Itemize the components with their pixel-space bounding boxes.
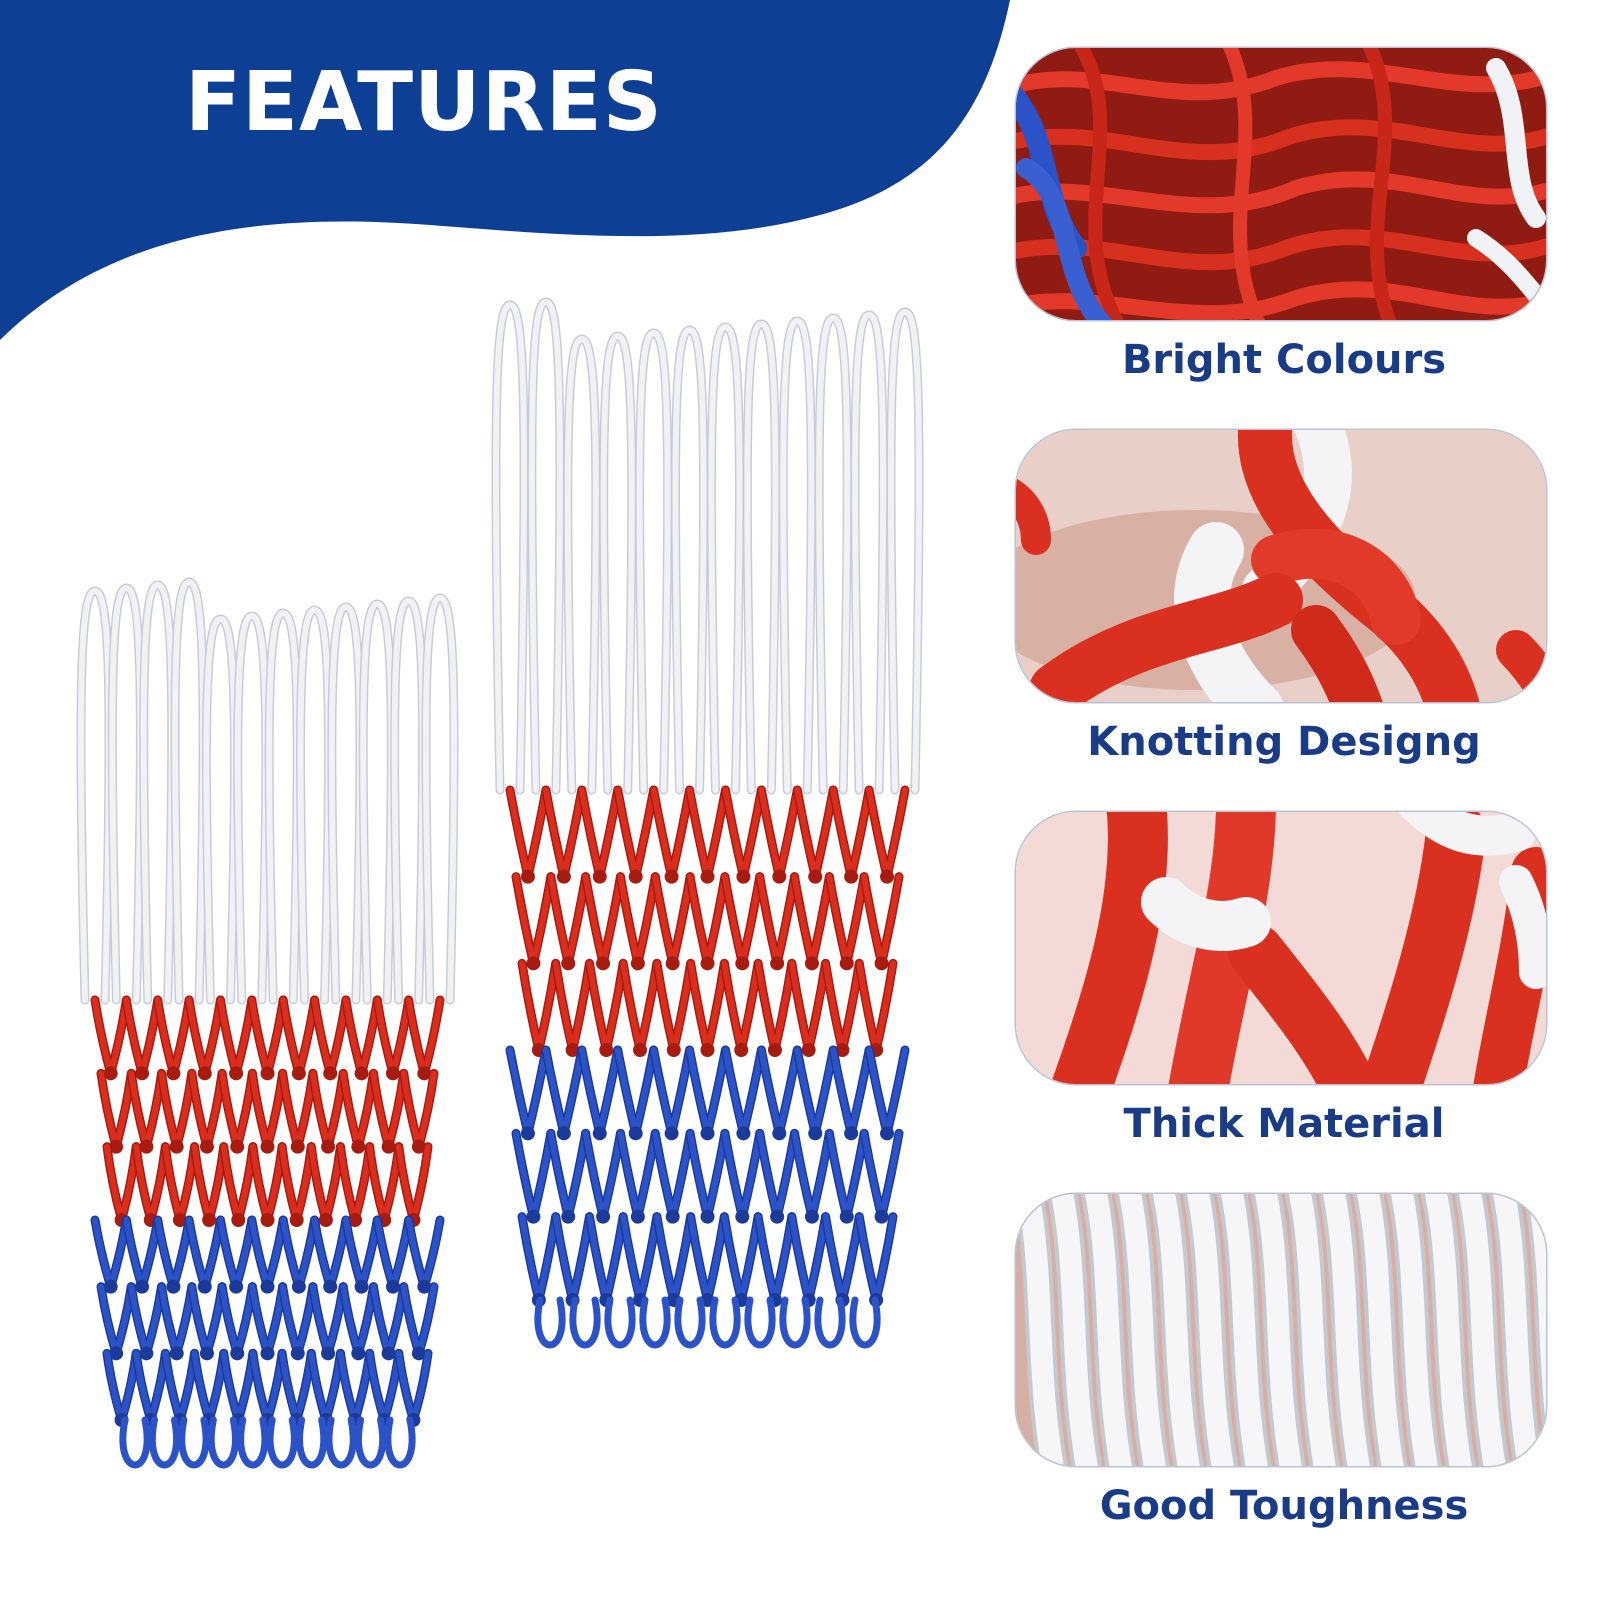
good-toughness-thumb xyxy=(1016,1194,1546,1466)
thick-braided-rope-closeup-icon xyxy=(1016,812,1546,1084)
feature-label: Thick Material xyxy=(1123,1101,1445,1147)
net-left xyxy=(76,577,459,1469)
feature-label: Bright Colours xyxy=(1121,337,1447,383)
feature-thick-material: Thick Material xyxy=(1010,812,1558,1146)
red-white-blue-net-closeup-icon xyxy=(1016,48,1546,320)
feature-bright-colours: Bright Colours xyxy=(1010,48,1558,382)
thick-material-thumb xyxy=(1016,812,1546,1084)
white-cord-bundle-closeup-icon xyxy=(1016,1194,1546,1466)
net-right xyxy=(491,297,924,1349)
knotting-design-thumb xyxy=(1016,430,1546,702)
page-title: FEATURES xyxy=(185,55,663,150)
feature-label: Knotting Designg xyxy=(1087,719,1481,765)
red-white-knot-closeup-icon xyxy=(1016,430,1546,702)
feature-label: Good Toughness xyxy=(1099,1483,1469,1529)
feature-good-toughness: Good Toughness xyxy=(1010,1194,1558,1528)
feature-knotting-design: Knotting Designg xyxy=(1010,430,1558,764)
bright-colours-thumb xyxy=(1016,48,1546,320)
basketball-nets-illustration xyxy=(76,297,924,1469)
